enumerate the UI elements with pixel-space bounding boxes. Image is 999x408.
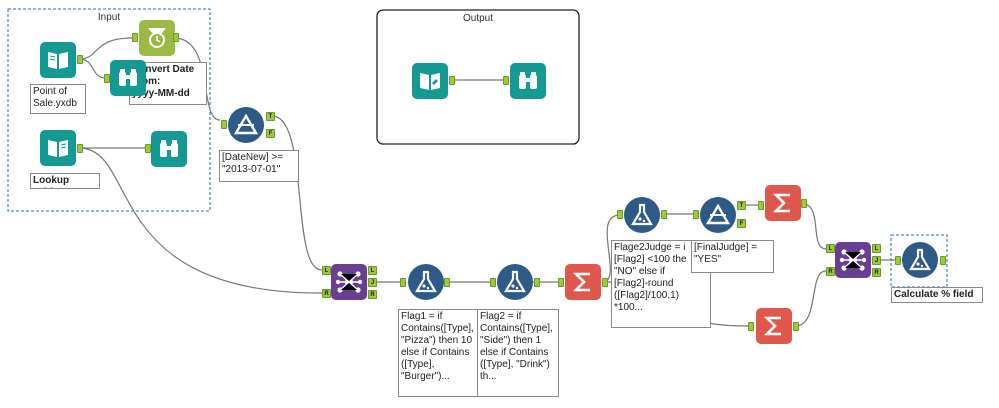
input-anchor[interactable] [895,256,901,265]
input-anchor[interactable] [617,210,623,219]
false-anchor[interactable]: F [266,129,275,138]
output-container-title: Output [462,13,494,24]
annotation-flag2judge: Flage2Judge = i [Flag2] <100 the "NO" el… [611,240,711,328]
join-hub-icon [335,271,363,293]
right-input-anchor[interactable]: R [826,267,835,276]
input-anchor[interactable] [490,278,496,287]
left-input-anchor[interactable]: L [826,244,835,253]
filter-delta-icon [705,203,731,225]
output-anchor[interactable] [77,55,83,64]
flask-icon [631,203,653,226]
join-tool-1[interactable] [331,264,367,300]
annotation-flag2: Flag2 = if Contains([Type], "Side") then… [477,309,559,397]
true-anchor[interactable]: T [266,112,275,121]
browse-tool-2[interactable] [151,131,187,167]
input-anchor[interactable] [503,76,509,85]
browse-tool-output[interactable] [510,63,546,99]
clock-icon [148,28,166,48]
filter-tool-finaljudge[interactable] [700,197,736,233]
input-anchor[interactable] [132,33,138,42]
output-data-tool[interactable] [412,63,448,99]
input-anchor[interactable] [400,278,406,287]
binoculars-icon [160,140,178,157]
output-anchor[interactable] [661,210,667,219]
left-output-anchor[interactable]: L [872,244,881,253]
right-input-anchor[interactable]: R [322,289,331,298]
left-input-anchor[interactable]: L [322,266,331,275]
input-anchor[interactable] [104,74,110,83]
join-output-anchor[interactable]: J [872,256,881,265]
input-anchor[interactable] [748,322,754,331]
book-icon [48,140,68,157]
flask-icon [909,248,931,271]
book-icon [420,73,440,90]
formula-tool-calculate-pct[interactable] [902,242,938,278]
annotation-lookup-table: Lookup Table [30,173,100,189]
join-hub-icon [839,249,867,271]
output-anchor[interactable] [449,76,455,85]
input-anchor[interactable] [221,120,227,129]
flask-icon [504,270,526,293]
false-anchor[interactable]: F [737,219,746,228]
flask-icon [415,270,437,293]
filter-tool-date[interactable] [228,107,264,143]
input-anchor[interactable] [693,210,699,219]
sigma-icon [772,193,790,213]
output-anchor[interactable] [444,278,450,287]
join-tool-2[interactable] [835,242,871,278]
filter-delta-icon [233,113,259,135]
output-anchor[interactable] [534,278,540,287]
true-anchor[interactable]: T [737,201,746,210]
formula-tool-flag2[interactable] [497,264,533,300]
book-icon [48,52,68,69]
sigma-icon [572,272,590,292]
annotation-final-judge: [FinalJudge] = "YES" [691,240,774,273]
input-anchor[interactable] [145,144,151,153]
input-data-tool-lookup-table[interactable] [40,130,76,166]
output-anchor[interactable] [801,199,807,208]
right-output-anchor[interactable]: R [872,268,881,277]
input-data-tool-point-of-sale[interactable] [40,42,76,78]
formula-tool-flag1[interactable] [408,264,444,300]
input-anchor[interactable] [758,201,764,210]
output-anchor[interactable] [602,278,608,287]
binoculars-icon [119,69,137,86]
sigma-icon [763,316,781,336]
browse-tool-1[interactable] [110,60,146,96]
summarize-tool-3[interactable] [756,308,792,344]
annotation-flag1: Flag1 = if Contains([Type], "Pizza") the… [398,309,478,397]
input-anchor[interactable] [558,278,564,287]
right-output-anchor[interactable]: R [368,290,377,299]
output-anchor[interactable] [173,33,179,42]
left-output-anchor[interactable]: L [368,266,377,275]
output-anchor[interactable] [940,256,946,265]
summarize-tool-1[interactable] [565,264,601,300]
output-anchor[interactable] [77,144,83,153]
summarize-tool-2[interactable] [765,185,801,221]
output-anchor[interactable] [793,322,799,331]
binoculars-icon [519,72,537,89]
output-container[interactable] [376,9,580,145]
join-output-anchor[interactable]: J [368,278,377,287]
formula-tool-flag2judge[interactable] [624,197,660,233]
input-container-title: Input [97,12,121,23]
annotation-calculate-pct: Calculate % field [891,287,983,303]
annotation-point-of-sale: Point of Sale.yxdb [30,84,86,114]
annotation-filter-date: [DateNew] >= "2013-07-01" [219,150,299,182]
datetime-tool[interactable] [139,20,175,56]
